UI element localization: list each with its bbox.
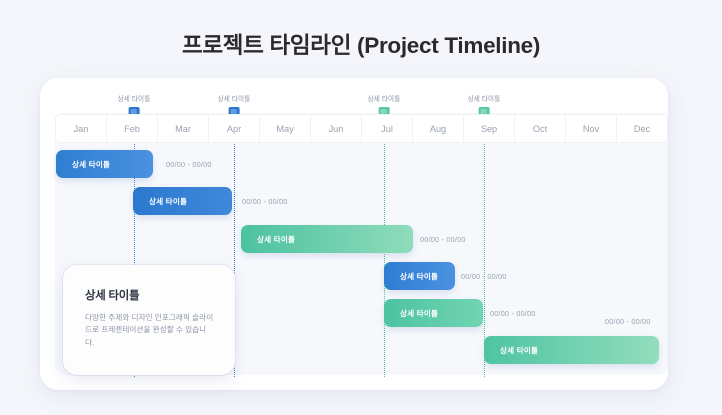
task-bar-3[interactable]: 상세 타이틀 (241, 225, 413, 253)
milestone-marker-sep[interactable]: 상세 타이틀 (468, 93, 501, 118)
task-bar-6[interactable]: 상세 타이틀 (484, 336, 659, 364)
description-card-title: 상세 타이틀 (85, 290, 140, 302)
guide-line-feb (134, 113, 135, 377)
task-bar-label: 상세 타이틀 (400, 271, 439, 281)
page-title: 프로젝트 타임라인 (Project Timeline) (181, 33, 541, 58)
milestone-marker-feb[interactable]: 상세 타이틀 (118, 93, 151, 118)
task-bar-label: 상세 타이틀 (72, 159, 111, 169)
month-cell-apr[interactable]: Apr (209, 115, 260, 142)
milestone-marker-apr[interactable]: 상세 타이틀 (218, 93, 251, 118)
description-card-body: 다양한 주제와 디자인 인포그래픽 슬라이드로 프레젠테이션을 완성할 수 있습… (85, 313, 214, 347)
month-header-row: Jan Feb Mar Apr May Jun Jul Aug Sep Oct … (55, 114, 668, 143)
task-bar-date-4: 00/00 - 00/00 (461, 271, 507, 281)
task-bar-date-5: 00/00 - 00/00 (490, 308, 536, 318)
task-bar-label: 상세 타이틀 (500, 345, 539, 355)
task-bar-date-2: 00/00 - 00/00 (242, 196, 288, 206)
bookmark-pin-icon (228, 107, 240, 118)
milestone-label: 상세 타이틀 (367, 96, 401, 103)
month-cell-nov[interactable]: Nov (566, 115, 617, 142)
month-cell-jul[interactable]: Jul (362, 115, 413, 142)
task-bar-date-6: 00/00 - 00/00 (605, 316, 651, 326)
task-bar-5[interactable]: 상세 타이틀 (384, 299, 483, 327)
task-bar-date-3: 00/00 - 00/00 (420, 234, 466, 244)
milestone-label: 상세 타이틀 (117, 96, 151, 103)
task-bar-label: 상세 타이틀 (149, 196, 188, 206)
month-cell-jun[interactable]: Jun (311, 115, 362, 142)
month-cell-dec[interactable]: Dec (617, 115, 667, 142)
description-card[interactable]: 상세 타이틀 다양한 주제와 디자인 인포그래픽 슬라이드로 프레젠테이션을 완… (63, 265, 235, 375)
month-cell-may[interactable]: May (260, 115, 311, 142)
task-bar-label: 상세 타이틀 (400, 308, 439, 318)
month-cell-oct[interactable]: Oct (515, 115, 566, 142)
milestone-label: 상세 타이틀 (467, 96, 501, 103)
task-bar-label: 상세 타이틀 (257, 234, 296, 244)
task-bar-2[interactable]: 상세 타이틀 (133, 187, 232, 215)
bookmark-pin-icon (128, 107, 140, 118)
guide-line-sep (484, 113, 485, 377)
task-bar-4[interactable]: 상세 타이틀 (384, 262, 455, 290)
milestone-marker-jul[interactable]: 상세 타이틀 (368, 93, 401, 118)
month-cell-aug[interactable]: Aug (413, 115, 464, 142)
bookmark-pin-icon (378, 107, 390, 118)
month-cell-jan[interactable]: Jan (56, 115, 107, 142)
month-cell-mar[interactable]: Mar (158, 115, 209, 142)
milestone-label: 상세 타이틀 (217, 96, 251, 103)
month-cell-sep[interactable]: Sep (464, 115, 515, 142)
bookmark-pin-icon (478, 107, 490, 118)
month-cell-feb[interactable]: Feb (107, 115, 158, 142)
task-bar-1[interactable]: 상세 타이틀 (56, 150, 153, 178)
guide-line-apr (234, 113, 235, 377)
task-bar-date-1: 00/00 - 00/00 (166, 159, 212, 169)
